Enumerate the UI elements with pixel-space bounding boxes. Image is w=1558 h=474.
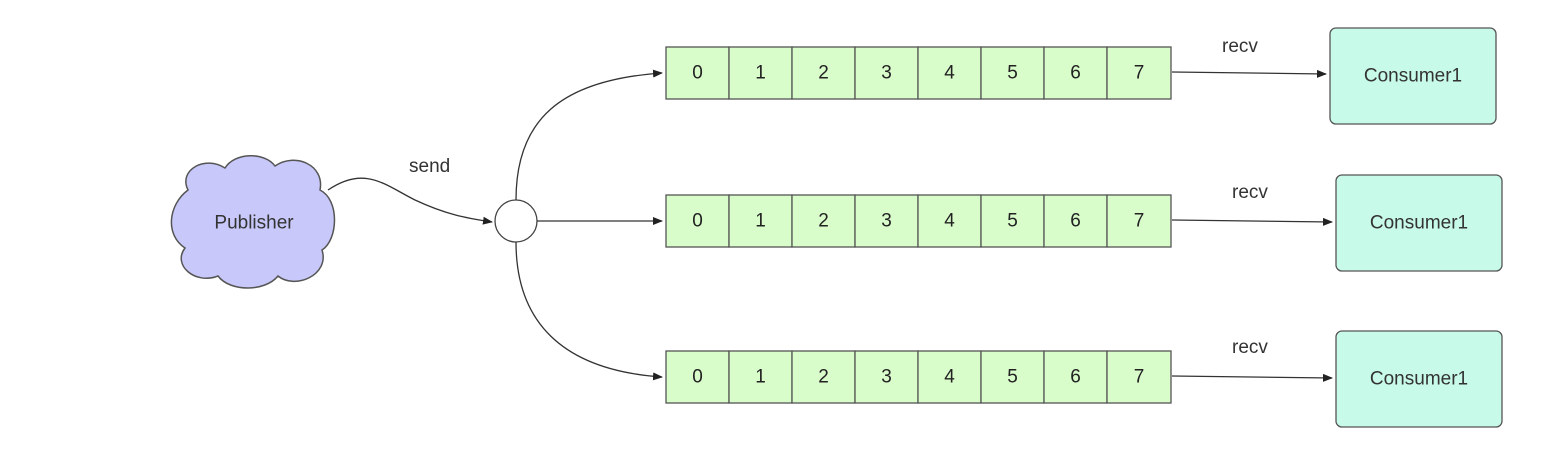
queue-cell-label: 4 xyxy=(944,211,955,232)
queue-cell-label: 5 xyxy=(1007,63,1018,84)
queue-cell: 2 xyxy=(791,46,856,100)
queue-cell: 4 xyxy=(917,350,982,404)
queue-cell: 2 xyxy=(791,350,856,404)
queue-cell-label: 6 xyxy=(1070,63,1081,84)
queue-cell: 7 xyxy=(1106,350,1172,404)
recv-edge-1 xyxy=(1171,217,1333,226)
queue-cell: 0 xyxy=(665,350,730,404)
queue-cell: 7 xyxy=(1106,194,1172,248)
queue-cell-label: 4 xyxy=(944,367,955,388)
queue-cell-label: 0 xyxy=(692,367,703,388)
queue-cell-label: 2 xyxy=(818,211,829,232)
queue-cell: 0 xyxy=(665,46,730,100)
queue-cell-label: 3 xyxy=(881,63,892,84)
queue-cell-label: 2 xyxy=(818,63,829,84)
queue-cell-label: 6 xyxy=(1070,211,1081,232)
queue-cell: 5 xyxy=(980,46,1045,100)
consumer-label: Consumer1 xyxy=(1364,66,1462,87)
queue-cell-label: 5 xyxy=(1007,211,1018,232)
exchange-node xyxy=(494,199,538,243)
recv-edge-0 xyxy=(1171,69,1327,78)
queue-cell: 5 xyxy=(980,350,1045,404)
publisher-cloud-shape xyxy=(170,155,336,289)
queue-cell: 7 xyxy=(1106,46,1172,100)
publisher-label: Publisher xyxy=(214,213,294,234)
queue-cell: 6 xyxy=(1043,46,1108,100)
queue-cell-label: 7 xyxy=(1134,211,1145,232)
consumer-0: Consumer1 xyxy=(1329,27,1497,125)
queue-cell-label: 1 xyxy=(755,63,766,84)
recv-label-0: recv xyxy=(1222,36,1258,57)
queue-cell-label: 1 xyxy=(755,211,766,232)
queue-cell-label: 1 xyxy=(755,367,766,388)
queue-cell-label: 7 xyxy=(1134,63,1145,84)
queue-cell-label: 7 xyxy=(1134,367,1145,388)
recv-edge-2 xyxy=(1171,373,1333,382)
queue-cell-label: 0 xyxy=(692,63,703,84)
queue-cell: 4 xyxy=(917,194,982,248)
queue-cell: 1 xyxy=(728,194,793,248)
send-edge xyxy=(327,177,493,225)
queue-cell-label: 5 xyxy=(1007,367,1018,388)
queue-cell-label: 4 xyxy=(944,63,955,84)
queue-cell: 5 xyxy=(980,194,1045,248)
queue-cell-label: 2 xyxy=(818,367,829,388)
queue-cell: 3 xyxy=(854,46,919,100)
publisher-node: Publisher xyxy=(170,155,336,289)
queue-cell: 1 xyxy=(728,46,793,100)
recv-label-2: recv xyxy=(1232,337,1268,358)
queue-cell: 3 xyxy=(854,194,919,248)
consumer-1: Consumer1 xyxy=(1335,174,1503,272)
fanout-edge-top xyxy=(515,69,663,201)
queue-cell: 0 xyxy=(665,194,730,248)
queue-2: 0 1 2 3 4 5 6 7 xyxy=(665,350,1172,404)
send-label: send xyxy=(409,156,450,177)
consumer-2: Consumer1 xyxy=(1335,330,1503,428)
fanout-edge-bottom xyxy=(515,241,663,381)
queue-cell: 2 xyxy=(791,194,856,248)
queue-1: 0 1 2 3 4 5 6 7 xyxy=(665,194,1172,248)
queue-cell: 1 xyxy=(728,350,793,404)
queue-cell: 6 xyxy=(1043,194,1108,248)
consumer-label: Consumer1 xyxy=(1370,369,1468,390)
recv-label-1: recv xyxy=(1232,182,1268,203)
consumer-label: Consumer1 xyxy=(1370,213,1468,234)
queue-0: 0 1 2 3 4 5 6 7 xyxy=(665,46,1172,100)
queue-cell-label: 6 xyxy=(1070,367,1081,388)
queue-cell-label: 0 xyxy=(692,211,703,232)
queue-cell: 4 xyxy=(917,46,982,100)
queue-cell: 6 xyxy=(1043,350,1108,404)
queue-cell: 3 xyxy=(854,350,919,404)
queue-cell-label: 3 xyxy=(881,211,892,232)
queue-cell-label: 3 xyxy=(881,367,892,388)
